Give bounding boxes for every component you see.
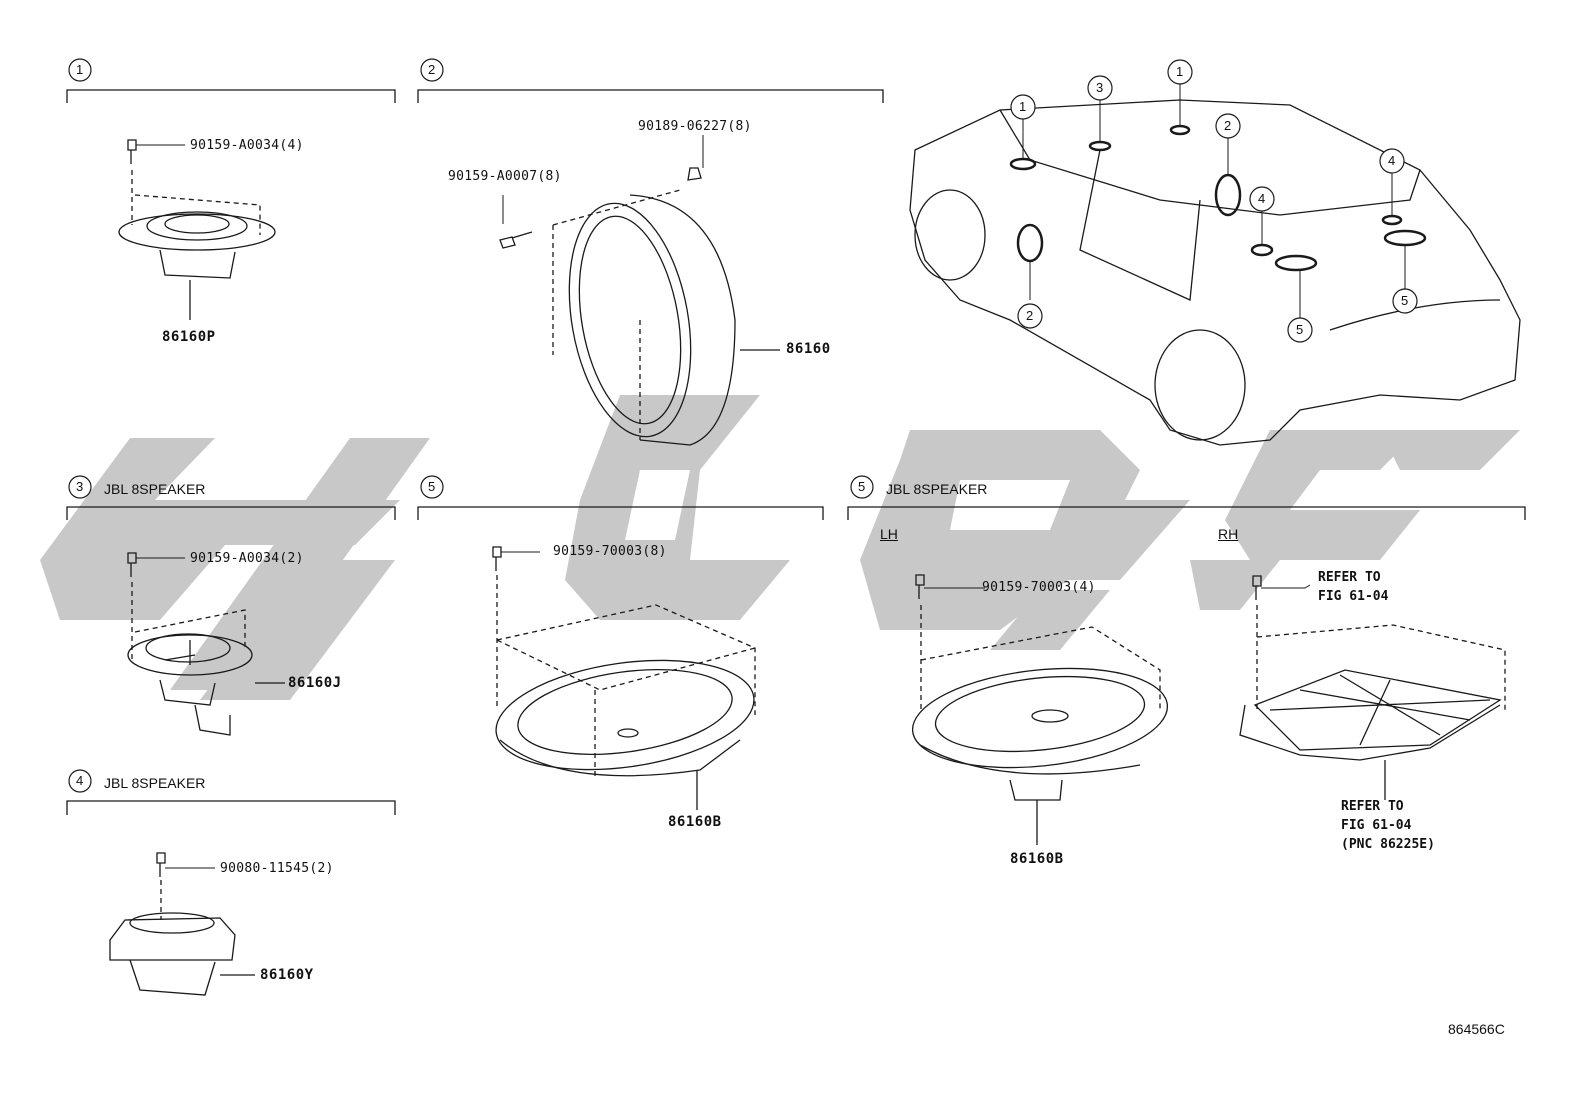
grille-rh-drawing: [1239, 575, 1506, 800]
circle-number-1: 1: [76, 62, 84, 77]
part-86160j: 86160J: [288, 675, 342, 691]
clip-90189-06227: 90189-06227(8): [638, 119, 752, 134]
section-3-bracket: [66, 506, 396, 520]
lh-label: LH: [880, 526, 898, 542]
bolt-90159-a0034-2: 90159-A0034(2): [190, 551, 304, 566]
circle-number-5: 5: [428, 479, 436, 494]
part-86160b: 86160B: [668, 814, 722, 830]
car-marker-5b: 5: [1296, 322, 1304, 337]
figure-code: 864566C: [1448, 1021, 1505, 1037]
car-marker-5a: 5: [1401, 293, 1409, 308]
car-drawing: [909, 99, 1521, 446]
car-marker-4a: 4: [1258, 191, 1266, 206]
circle-number-3: 3: [76, 479, 84, 494]
refer-to-line1: REFER TO: [1318, 570, 1381, 585]
circle-number-2: 2: [428, 62, 436, 77]
section-3-header: JBL 8SPEAKER: [104, 481, 206, 497]
refer-fig-line2: FIG 61-04: [1341, 818, 1412, 833]
car-marker-1a: 1: [1019, 99, 1027, 114]
car-marker-1b: 1: [1176, 64, 1184, 79]
refer-fig-line1: FIG 61-04: [1318, 589, 1389, 604]
car-marker-2b: 2: [1026, 308, 1034, 323]
tweeter-86160j-drawing: [127, 552, 285, 736]
bolt-90159-70003-4: 90159-70003(4): [982, 580, 1096, 595]
bolt-90159-70003-8: 90159-70003(8): [553, 544, 667, 559]
bolt-90159-a0007: 90159-A0007(8): [448, 169, 562, 184]
section-4-header: JBL 8SPEAKER: [104, 775, 206, 791]
speaker-86160b-lh-drawing: [911, 574, 1169, 845]
car-marker-3: 3: [1096, 80, 1104, 95]
section-5-jbl-bracket: [847, 506, 1526, 520]
refer-pnc: (PNC 86225E): [1341, 837, 1435, 852]
bolt-90159-a0034-4: 90159-A0034(4): [190, 138, 304, 153]
section-5-bracket: [417, 506, 824, 520]
circle-number-4: 4: [76, 773, 84, 788]
circle-number-5-jbl: 5: [858, 479, 866, 494]
tweeter-86160p-drawing: [118, 139, 276, 320]
section-4-bracket: [66, 800, 396, 815]
car-marker-2a: 2: [1224, 118, 1232, 133]
part-86160y: 86160Y: [260, 967, 314, 983]
speaker-86160b-drawing: [492, 546, 756, 810]
section-1-bracket: [66, 89, 396, 103]
refer-to-line2: REFER TO: [1341, 799, 1404, 814]
bolt-90080-11545: 90080-11545(2): [220, 861, 334, 876]
part-86160: 86160: [786, 341, 831, 357]
section-5-jbl-header: JBL 8SPEAKER: [886, 481, 988, 497]
tweeter-86160y-drawing: [109, 852, 255, 996]
part-86160b-lh: 86160B: [1010, 851, 1064, 867]
car-marker-4b: 4: [1388, 153, 1396, 168]
rh-label: RH: [1218, 526, 1239, 542]
part-86160p: 86160P: [162, 329, 216, 345]
section-2-bracket: [417, 89, 884, 103]
speaker-86160-drawing: [499, 167, 780, 446]
